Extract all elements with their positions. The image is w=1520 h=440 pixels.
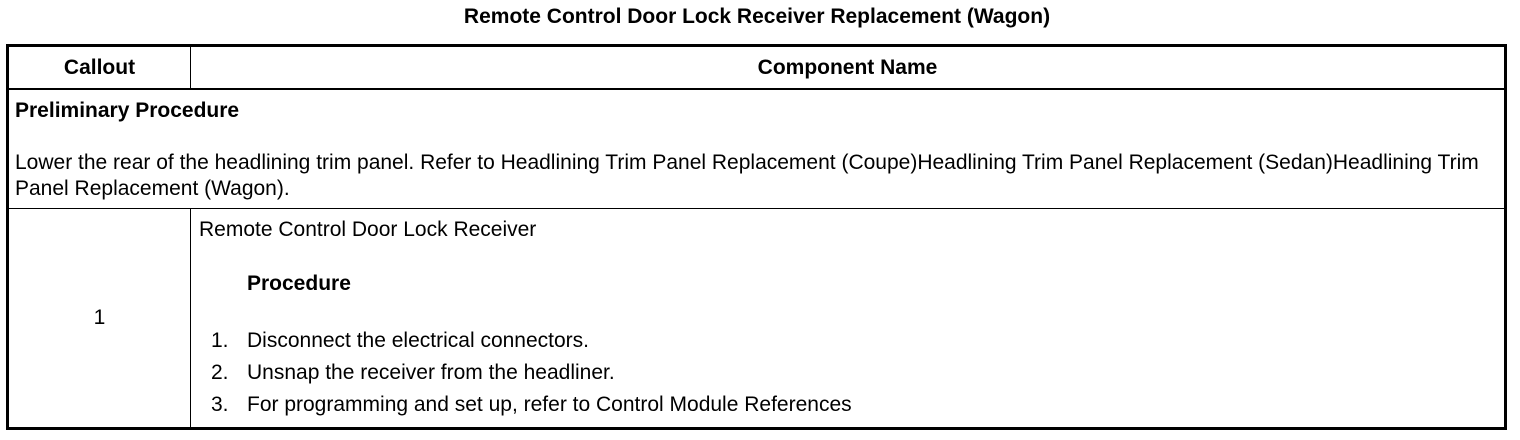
step-text: For programming and set up, refer to Con… bbox=[247, 393, 852, 416]
table-header-row: Callout Component Name bbox=[7, 45, 1506, 90]
procedure-step: 3. For programming and set up, refer to … bbox=[199, 389, 1496, 421]
component-name: Remote Control Door Lock Receiver bbox=[199, 218, 537, 241]
procedure-step: 1. Disconnect the electrical connectors. bbox=[199, 325, 1496, 357]
table-row: 1 Remote Control Door Lock Receiver Proc… bbox=[7, 208, 1506, 429]
step-number: 2. bbox=[211, 361, 229, 384]
preliminary-procedure-text: Lower the rear of the headlining trim pa… bbox=[15, 151, 1479, 200]
preliminary-procedure-heading: Preliminary Procedure bbox=[15, 99, 240, 122]
procedure-table: Callout Component Name Preliminary Proce… bbox=[6, 44, 1507, 430]
step-text: Disconnect the electrical connectors. bbox=[247, 329, 589, 352]
callout-column-header: Callout bbox=[7, 45, 191, 90]
step-number: 3. bbox=[211, 393, 229, 416]
step-text: Unsnap the receiver from the headliner. bbox=[247, 361, 615, 384]
procedure-heading: Procedure bbox=[247, 272, 351, 295]
page-title: Remote Control Door Lock Receiver Replac… bbox=[463, 5, 1051, 28]
callout-number: 1 bbox=[7, 208, 191, 429]
preliminary-procedure-row: Preliminary Procedure Lower the rear of … bbox=[7, 88, 1506, 209]
preliminary-procedure-cell: Preliminary Procedure Lower the rear of … bbox=[7, 88, 1506, 209]
component-cell: Remote Control Door Lock Receiver Proced… bbox=[190, 208, 1506, 429]
procedure-step: 2. Unsnap the receiver from the headline… bbox=[199, 357, 1496, 389]
component-name-column-header: Component Name bbox=[190, 45, 1506, 90]
step-number: 1. bbox=[211, 329, 229, 352]
procedure-steps-list: 1. Disconnect the electrical connectors.… bbox=[199, 325, 1496, 421]
